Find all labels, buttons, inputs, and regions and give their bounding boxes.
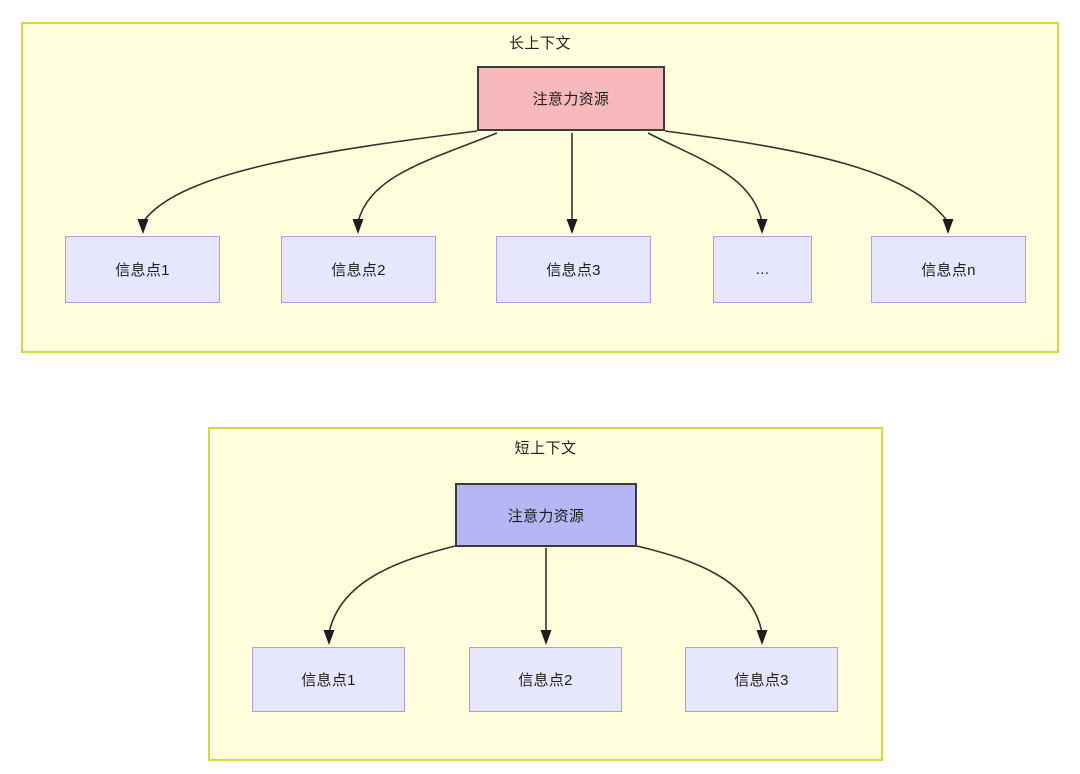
panel-short-context-title: 短上下文 — [514, 440, 577, 457]
node-label: 注意力资源 — [532, 91, 610, 108]
node-label: 信息点2 — [331, 262, 386, 279]
node-long-info-n[interactable]: 信息点n — [871, 236, 1026, 303]
node-long-info-1[interactable]: 信息点1 — [65, 236, 220, 303]
node-long-info-3[interactable]: 信息点3 — [496, 236, 651, 303]
node-label: 信息点n — [921, 262, 976, 279]
node-label: 信息点2 — [518, 672, 573, 689]
node-short-context-attention[interactable]: 注意力资源 — [455, 483, 637, 547]
node-long-info-2[interactable]: 信息点2 — [281, 236, 436, 303]
node-label: 信息点1 — [115, 262, 170, 279]
node-short-info-1[interactable]: 信息点1 — [252, 647, 405, 712]
node-label: 信息点3 — [734, 672, 789, 689]
panel-long-context-title: 长上下文 — [508, 35, 571, 52]
node-long-context-attention[interactable]: 注意力资源 — [477, 66, 665, 131]
node-label: 信息点1 — [301, 672, 356, 689]
node-label: 信息点3 — [546, 262, 601, 279]
node-short-info-3[interactable]: 信息点3 — [685, 647, 838, 712]
node-label: ... — [755, 261, 770, 278]
node-long-info-ellipsis[interactable]: ... — [713, 236, 812, 303]
node-short-info-2[interactable]: 信息点2 — [469, 647, 622, 712]
node-label: 注意力资源 — [507, 507, 585, 525]
